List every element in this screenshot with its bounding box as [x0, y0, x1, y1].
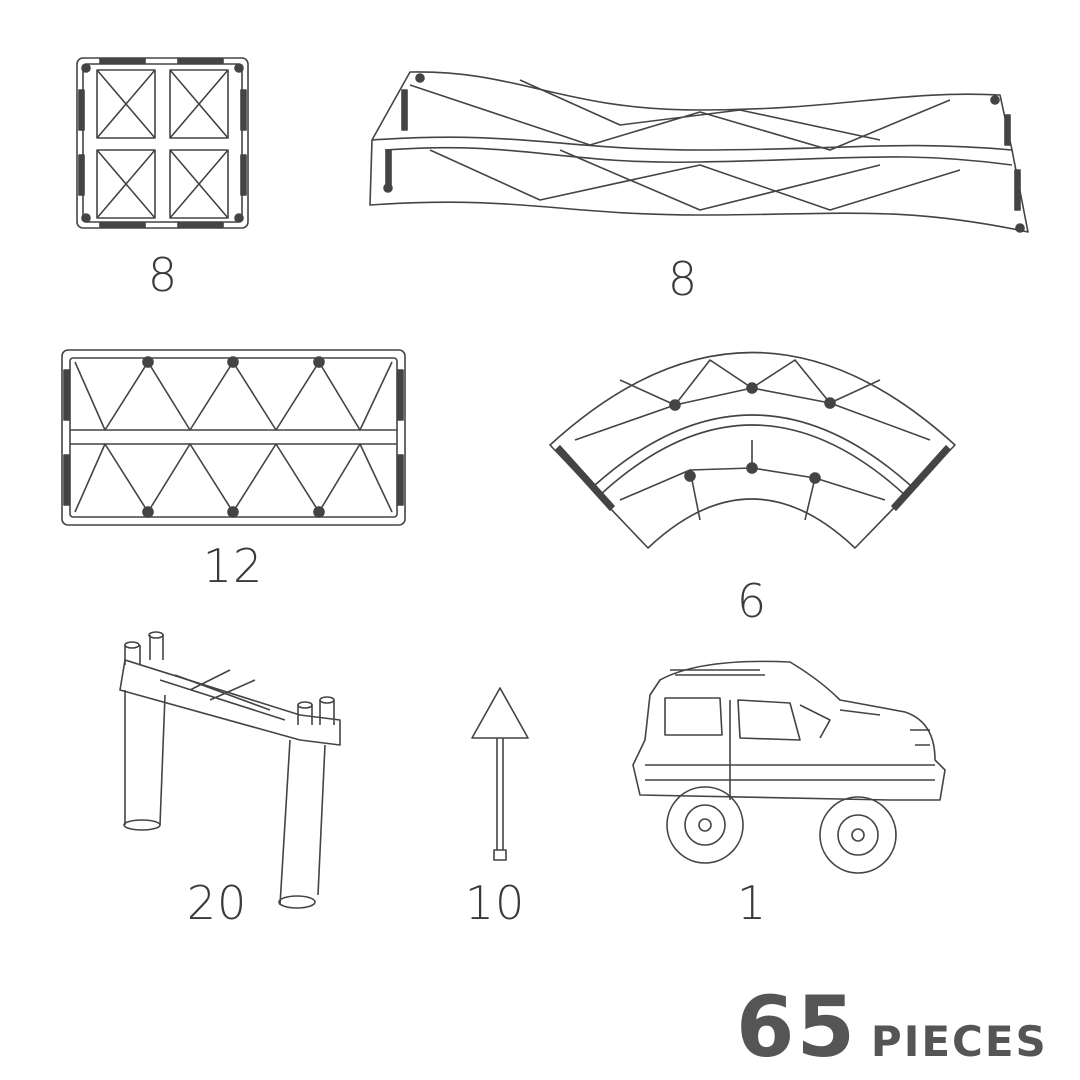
- curved-tile-illustration: [549, 351, 956, 549]
- rectangle-tile-count: 12: [202, 539, 264, 593]
- rectangle-tile-illustration: [61, 349, 406, 526]
- total-label: PIECES: [870, 1017, 1048, 1066]
- car-illustration: [632, 660, 946, 874]
- support-pillar-illustration: [119, 631, 341, 909]
- square-tile-illustration: [76, 57, 249, 229]
- square-tile-count: 8: [147, 248, 179, 302]
- total-number: 65: [736, 978, 857, 1076]
- ramp-tile-illustration: [369, 71, 1029, 233]
- car-count: 1: [736, 876, 768, 930]
- support-pillar-count: 20: [186, 876, 248, 930]
- ramp-tile-count: 8: [667, 252, 699, 306]
- road-sign-illustration: [471, 687, 529, 861]
- total-pieces: 65 PIECES: [736, 978, 1048, 1076]
- road-sign-count: 10: [464, 876, 526, 930]
- curved-tile-count: 6: [736, 574, 768, 628]
